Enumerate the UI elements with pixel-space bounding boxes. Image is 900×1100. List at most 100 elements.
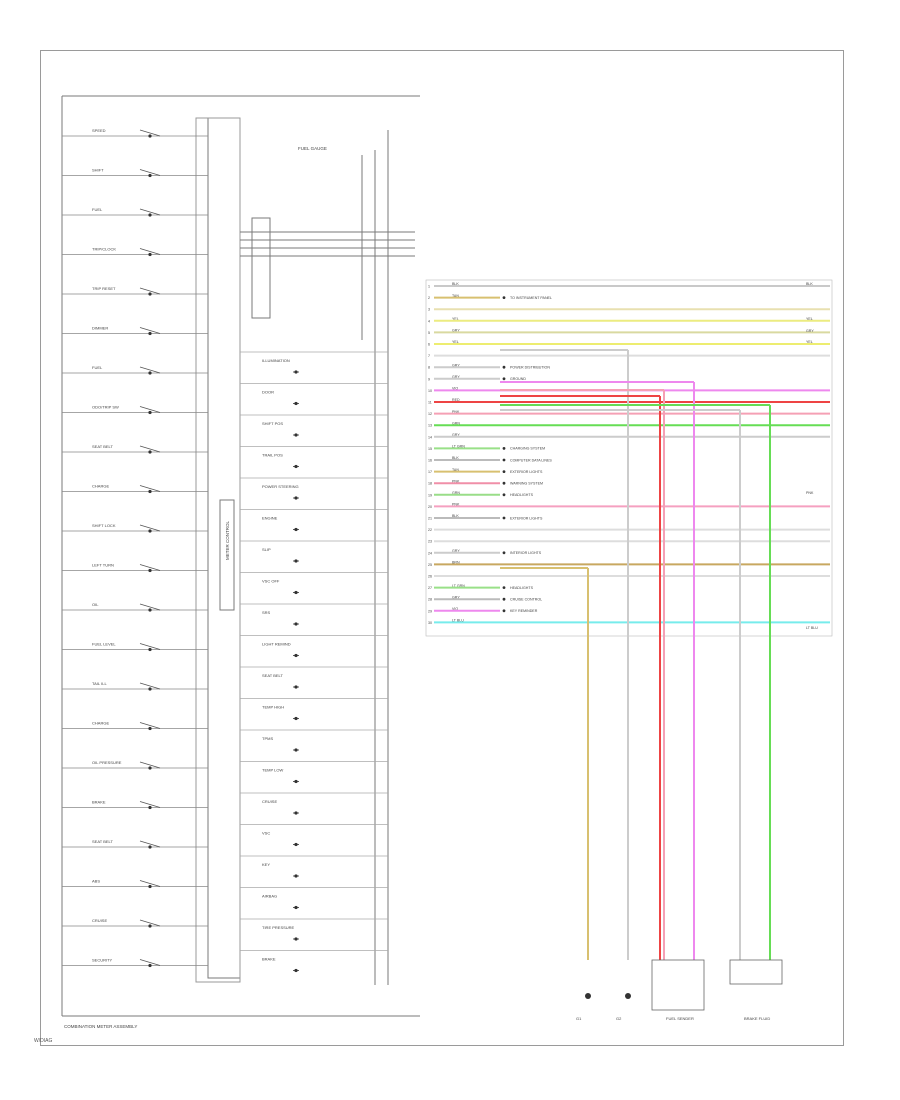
- wire-color-label: YEL: [452, 317, 459, 321]
- connector-terminal: [502, 470, 506, 473]
- component-node: [148, 213, 152, 217]
- component-label: OIL PRESSURE: [92, 760, 122, 765]
- indicator-label: VSC: [262, 831, 270, 836]
- component-switch: [139, 287, 161, 295]
- connector-pin: 1: [428, 285, 430, 289]
- right-edge-label: BLK: [806, 282, 813, 286]
- wire-destination: HEADLIGHTS: [510, 586, 534, 590]
- assembly-label: COMBINATION METER ASSEMBLY: [64, 1024, 137, 1029]
- component-switch: [139, 248, 161, 255]
- connector-terminal: [502, 447, 506, 450]
- component-node: [148, 331, 152, 336]
- indicator-label: VSC OFF: [262, 579, 280, 584]
- connector-pin: 18: [428, 482, 432, 486]
- indicator-label: TEMP LOW: [262, 768, 283, 773]
- connector-pin: 10: [428, 389, 432, 393]
- wire-color-label: PNK: [452, 503, 460, 507]
- connector-terminal: [502, 551, 506, 555]
- right-edge-label: YEL: [806, 340, 813, 344]
- component-switch: [139, 366, 161, 374]
- wire-color-label: GRN: [452, 491, 460, 495]
- component-switch: [139, 761, 161, 769]
- connector-pin: 24: [428, 551, 432, 555]
- diagram-frame: [40, 50, 844, 1046]
- component-node: [148, 568, 152, 573]
- component-node: [148, 647, 152, 652]
- component-node: [148, 963, 152, 968]
- component-switch: [139, 801, 161, 808]
- meter-module-label: METER CONTROL: [225, 521, 230, 560]
- connector-terminal: [502, 586, 506, 589]
- component-node: [148, 134, 152, 138]
- connector-pin: 22: [428, 528, 432, 532]
- wire-destination: EXTERIOR LIGHTS: [510, 516, 543, 520]
- ground-1-label: G1: [576, 1016, 582, 1021]
- wire-color-label: VIO: [452, 387, 458, 391]
- connector-terminal: [502, 493, 506, 497]
- wire-color-label: TAN: [452, 468, 459, 472]
- component-label: FUEL: [92, 207, 103, 212]
- connector-pin: 13: [428, 424, 432, 428]
- connector-pin: 30: [428, 621, 432, 625]
- connector-pin: 6: [428, 343, 430, 347]
- wire-destination: EXTERIOR LIGHTS: [510, 470, 543, 474]
- component-node: [148, 292, 152, 296]
- connector-pin: 21: [428, 517, 432, 521]
- component-switch: [139, 208, 161, 216]
- component-switch: [139, 445, 161, 453]
- connector-pin: 3: [428, 308, 430, 312]
- component-label: FUEL: [92, 365, 103, 370]
- component-switch: [139, 643, 161, 650]
- connector-pin: 19: [428, 493, 432, 497]
- wire-color-label: GRN: [452, 421, 460, 425]
- fuel-gauge-label: FUEL GAUGE: [298, 146, 327, 151]
- component-label: LEFT TURN: [92, 563, 114, 568]
- brake-fluid-box: [729, 959, 783, 985]
- connector-pin: 4: [428, 319, 430, 323]
- connector-pin: 28: [428, 598, 432, 602]
- connector-pin: 15: [428, 447, 432, 451]
- vertical-wires: [500, 349, 771, 960]
- component-label: TAIL ILL: [92, 681, 107, 686]
- connector-terminal: [502, 481, 506, 485]
- wire-color-label: BLK: [452, 456, 459, 460]
- wire-color-label: BLK: [452, 514, 459, 518]
- connector-pin: 2: [428, 296, 430, 300]
- indicator-label: DOOR: [262, 390, 274, 395]
- component-switch: [139, 327, 161, 334]
- wire-destination: KEY REMINDER: [510, 609, 538, 613]
- indicator-label: CRUISE: [262, 799, 277, 804]
- wire-color-label: LT GRN: [452, 584, 465, 588]
- connector-pin: 7: [428, 354, 430, 358]
- connector-pin: 17: [428, 470, 432, 474]
- indicator-label: SEAT BELT: [262, 673, 283, 678]
- component-label: OIL: [92, 602, 99, 607]
- component-node: [148, 687, 152, 691]
- component-label: ABS: [92, 879, 100, 884]
- wire-destination: CRUISE CONTROL: [510, 598, 542, 602]
- ground-2-symbol: [625, 993, 631, 999]
- component-switch: [139, 169, 161, 176]
- wire-color-label: LT BLU: [452, 619, 464, 623]
- wire-color-label: BLK: [452, 282, 459, 286]
- component-label: SHIFT: [92, 168, 104, 173]
- connector-pin: 29: [428, 609, 432, 613]
- connector-pin: 27: [428, 586, 432, 590]
- wire-destination: HEADLIGHTS: [510, 493, 534, 497]
- component-label: TRIP RESET: [92, 286, 116, 291]
- wire-color-label: GRY: [452, 549, 460, 553]
- component-label: SPEED: [92, 128, 106, 133]
- component-switch: [139, 406, 161, 413]
- wire-destination: TO INSTRUMENT PANEL: [510, 296, 552, 300]
- component-node: [148, 410, 152, 415]
- right-edge-label: LT BLU: [806, 626, 818, 630]
- wire-destination: WARNING SYSTEM: [510, 482, 543, 486]
- wire-color-label: PNK: [452, 479, 460, 483]
- component-label: SEAT BELT: [92, 839, 113, 844]
- component-node: [148, 608, 152, 612]
- indicator-label: ENGINE: [262, 516, 278, 521]
- component-switch: [139, 524, 161, 532]
- meter-assembly: [61, 95, 420, 1017]
